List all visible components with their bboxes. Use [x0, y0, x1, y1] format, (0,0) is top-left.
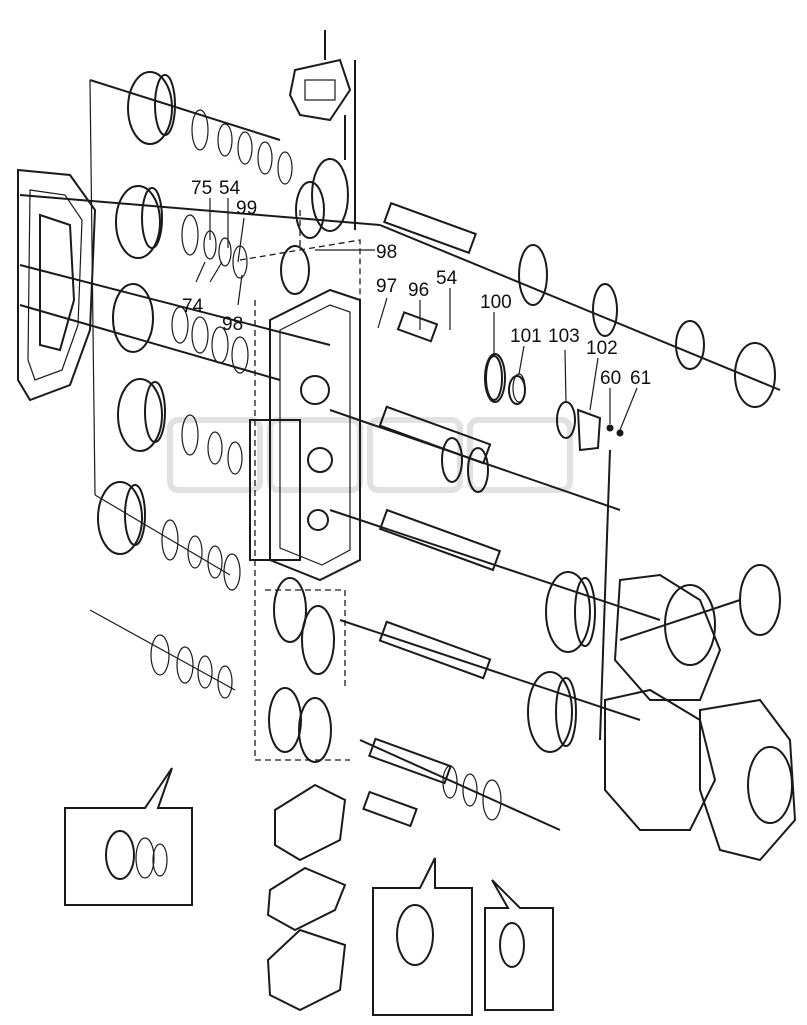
housing-gasket-left — [17, 168, 97, 402]
valve-block — [288, 30, 356, 230]
watermark — [167, 417, 573, 493]
callout-75: 75 — [191, 178, 212, 199]
gears-top-center — [280, 158, 349, 295]
callout-98-lower: 98 — [222, 314, 243, 335]
callout-61: 61 — [630, 368, 651, 389]
leader-lines — [195, 198, 638, 431]
clutch-drums-left — [97, 71, 176, 555]
callout-96: 96 — [408, 280, 429, 301]
callout-97: 97 — [376, 276, 397, 297]
callout-98: 98 — [376, 242, 397, 263]
callout-103: 103 — [548, 326, 580, 347]
central-housing — [249, 288, 361, 582]
callout-labels: 75 54 99 98 74 98 97 96 54 100 101 103 1… — [182, 178, 651, 389]
callout-100: 100 — [480, 292, 512, 313]
callout-54-right: 54 — [436, 268, 458, 289]
callout-101: 101 — [510, 326, 542, 347]
callout-99: 99 — [236, 198, 257, 219]
oil-pan — [266, 783, 347, 1012]
gears-lower — [268, 577, 335, 763]
shafts-right — [362, 201, 776, 828]
callout-102: 102 — [586, 338, 618, 359]
callout-54: 54 — [219, 178, 241, 199]
shaft-axes — [19, 79, 781, 831]
callout-74: 74 — [182, 296, 204, 317]
housings-right — [604, 564, 797, 862]
detail-boxes — [64, 767, 554, 1016]
callout-60: 60 — [600, 368, 621, 389]
clutch-plates — [150, 109, 293, 699]
